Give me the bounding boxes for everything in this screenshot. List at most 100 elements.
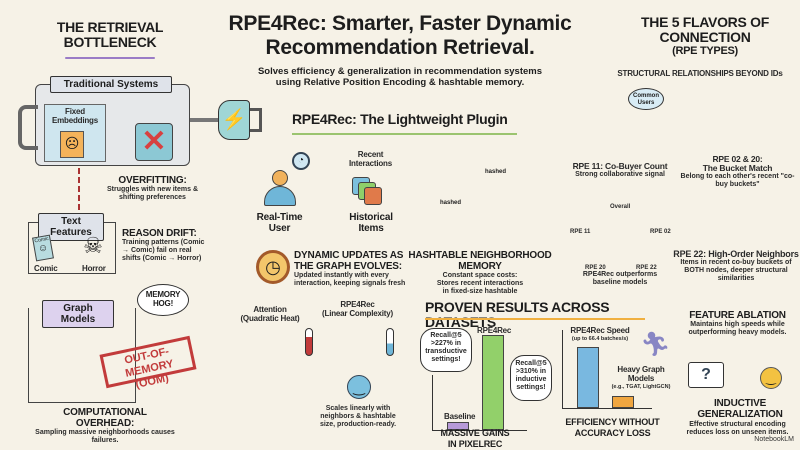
heavy-models-bar — [612, 396, 634, 408]
open-book-icon: ? — [688, 362, 724, 388]
speed-label-text: RPE4Rec Speed — [570, 326, 630, 335]
efficiency-caption-line1: EFFICIENCY WITHOUT — [565, 417, 660, 427]
power-cable — [190, 118, 220, 122]
red-x-icon: ✕ — [135, 123, 173, 161]
feature-ablation-title: FEATURE ABLATION — [689, 310, 786, 321]
callout-inductive-text: Recall@5 >310% in inductive settings! — [515, 360, 547, 391]
overhead-text: Sampling massive neighborhoods causes fa… — [35, 429, 175, 444]
hashed-label-2: hashed — [440, 200, 462, 206]
clock-icon: ◔ — [292, 152, 310, 170]
rpe0220-title-line1: RPE 02 & 20: — [712, 154, 763, 164]
heavy-models-label: Heavy Graph Models (e.g., TGAT, LightGCN… — [605, 365, 677, 391]
common-users-bubble: Common Users — [628, 88, 664, 110]
recent-interactions-label: Recent Interactions — [349, 150, 392, 168]
running-person-icon: 🏃︎ — [640, 331, 671, 358]
attention-label: Attention (Quadratic Heat) — [240, 305, 300, 323]
rpe22-note: RPE 22: High-Order Neighbors Items in re… — [672, 250, 800, 283]
speed-label: RPE4Rec Speed (up to 66.4 batches/s) — [565, 326, 635, 343]
page-subtitle: Solves efficiency & generalization in re… — [230, 66, 570, 88]
callout-transductive: Recall@5 >227% in transductive settings! — [420, 328, 472, 372]
gains-x-axis — [432, 430, 527, 431]
hashtable-note: HASHTABLE NEIGHBORHOOD MEMORY Constant s… — [405, 250, 555, 296]
title-underline — [65, 57, 155, 59]
overfitting-note: OVERFITTING: Struggles with new items & … — [105, 175, 200, 202]
gains-y-axis — [432, 375, 433, 430]
item-stack-icon — [352, 177, 388, 207]
traditional-systems-label: Traditional Systems — [50, 76, 172, 93]
rpe22-text: Items in recent co-buy buckets of BOTH n… — [680, 259, 792, 282]
hot-thermometer-icon — [305, 328, 313, 356]
historical-items-label: Historical Items — [349, 212, 393, 234]
lightning-plug-icon: ⚡ — [218, 100, 250, 140]
notebooklm-watermark: NotebookLM — [754, 436, 794, 443]
heavy-models-sub: (e.g., TGAT, LightGCN) — [611, 384, 671, 390]
bottleneck-title-line2: BOTTLENECK — [63, 34, 157, 50]
plug-prongs — [250, 108, 262, 132]
hashtable-title: HASHTABLE NEIGHBORHOOD MEMORY — [408, 250, 552, 272]
hashtable-text1: Constant space costs: — [442, 272, 518, 279]
bottleneck-title: THE RETRIEVAL BOTTLENECK — [40, 20, 180, 50]
radar-label-rpe02: RPE 02 — [650, 229, 671, 235]
inductive-text: Effective structural encoding reduces lo… — [686, 421, 789, 436]
baseline-label: Baseline — [444, 412, 476, 421]
plugin-title-underline — [292, 133, 517, 135]
speed-sub-text: (up to 66.4 batches/s) — [571, 336, 629, 342]
gains-caption-line1: MASSIVE GAINS — [440, 428, 510, 438]
bottleneck-title-line1: THE RETRIEVAL — [56, 19, 164, 35]
results-title-underline — [425, 318, 645, 320]
overfitting-text: Struggles with new items & shifting pref… — [106, 186, 198, 201]
heavy-models-text: Heavy Graph Models — [617, 365, 665, 383]
horror-label: Horror — [82, 264, 106, 273]
stopwatch-icon: ◷ — [256, 250, 290, 284]
hashtable-text2: Stores recent interactions in fixed-size… — [436, 280, 524, 295]
scales-linearly-text: Scales linearly with neighbors & hashtab… — [319, 405, 397, 428]
sad-face-icon: ☹ — [60, 131, 84, 158]
radar-caption: RPE4Rec outperforms baseline models — [582, 271, 658, 286]
flavors-title-line3: (RPE TYPES) — [672, 45, 738, 57]
reason-drift-text: Training patterns (Comic → Comic) fail o… — [122, 239, 205, 262]
radar-label-rpe20: RPE 20 — [585, 265, 606, 271]
rpe0220-text: Belong to each other's recent "co-buy bu… — [680, 173, 795, 188]
skull-icon: ☠ — [83, 233, 103, 258]
reason-drift-title: REASON DRIFT: — [122, 228, 197, 239]
gains-caption-line2: IN PIXELREC — [447, 439, 503, 449]
dynamic-updates-text: Updated instantly with every interaction… — [294, 272, 406, 287]
hashed-label-1: hashed — [485, 169, 507, 175]
user-icon — [262, 170, 298, 206]
callout-inductive: Recall@5 >310% in inductive settings! — [510, 355, 552, 401]
flavors-title-line1: THE 5 FLAVORS OF — [641, 14, 769, 30]
real-time-user-label: Real-Time User — [256, 212, 303, 234]
radar-label-rpe22: RPE 22 — [636, 265, 657, 271]
efficiency-caption: EFFICIENCY WITHOUT ACCURACY LOSS — [555, 417, 670, 439]
dynamic-updates-title: DYNAMIC UPDATES AS THE GRAPH EVOLVES: — [294, 250, 404, 272]
memory-hog-text: MEMORY HOG! — [145, 290, 181, 308]
dynamic-updates-note: DYNAMIC UPDATES AS THE GRAPH EVOLVES: Up… — [294, 250, 409, 288]
inductive-title: INDUCTIVE GENERALIZATION — [690, 398, 790, 420]
efficiency-caption-line2: ACCURACY LOSS — [574, 428, 651, 438]
speed-y-axis — [562, 330, 563, 408]
feature-ablation-note: FEATURE ABLATION Maintains high speeds w… — [680, 310, 795, 337]
attention-label-text: Attention — [253, 305, 287, 314]
graph-models-box — [28, 308, 136, 403]
callout-transductive-text: Recall@5 >227% in transductive settings! — [425, 332, 467, 363]
rpe4rec-gains-bar — [482, 335, 504, 430]
fixed-embeddings-label: Fixed Embeddings — [51, 107, 98, 125]
overhead-note: COMPUTATIONAL OVERHEAD: Sampling massive… — [35, 407, 175, 445]
graph-models-label: Graph Models — [42, 300, 114, 328]
feature-ablation-text: Maintains high speeds while outperformin… — [688, 321, 787, 336]
rpe0220-title-line2: The Bucket Match — [702, 163, 773, 173]
speed-x-axis — [562, 408, 652, 409]
reason-drift-note: REASON DRIFT: Training patterns (Comic →… — [122, 228, 210, 263]
machine-handle — [18, 105, 38, 150]
rpe-linear-label: RPE4Rec (Linear Complexity) — [320, 300, 395, 318]
inductive-title-line1: INDUCTIVE — [713, 398, 767, 409]
memory-hog-bubble: MEMORY HOG! — [137, 284, 189, 316]
overhead-title: COMPUTATIONAL OVERHEAD: — [63, 407, 147, 429]
rpe11-note: RPE 11: Co-Buyer Count Strong collaborat… — [570, 162, 670, 179]
rpe11-title: RPE 11: Co-Buyer Count — [572, 161, 668, 171]
comic-book-icon: Comic☺ — [32, 234, 54, 262]
gains-caption: MASSIVE GAINS IN PIXELREC — [425, 428, 525, 450]
attention-sub-text: (Quadratic Heat) — [240, 314, 300, 323]
rpe0220-note: RPE 02 & 20: The Bucket Match Belong to … — [680, 155, 795, 189]
page-subtitle-line2: using Relative Position Encoding & hasht… — [275, 77, 525, 88]
